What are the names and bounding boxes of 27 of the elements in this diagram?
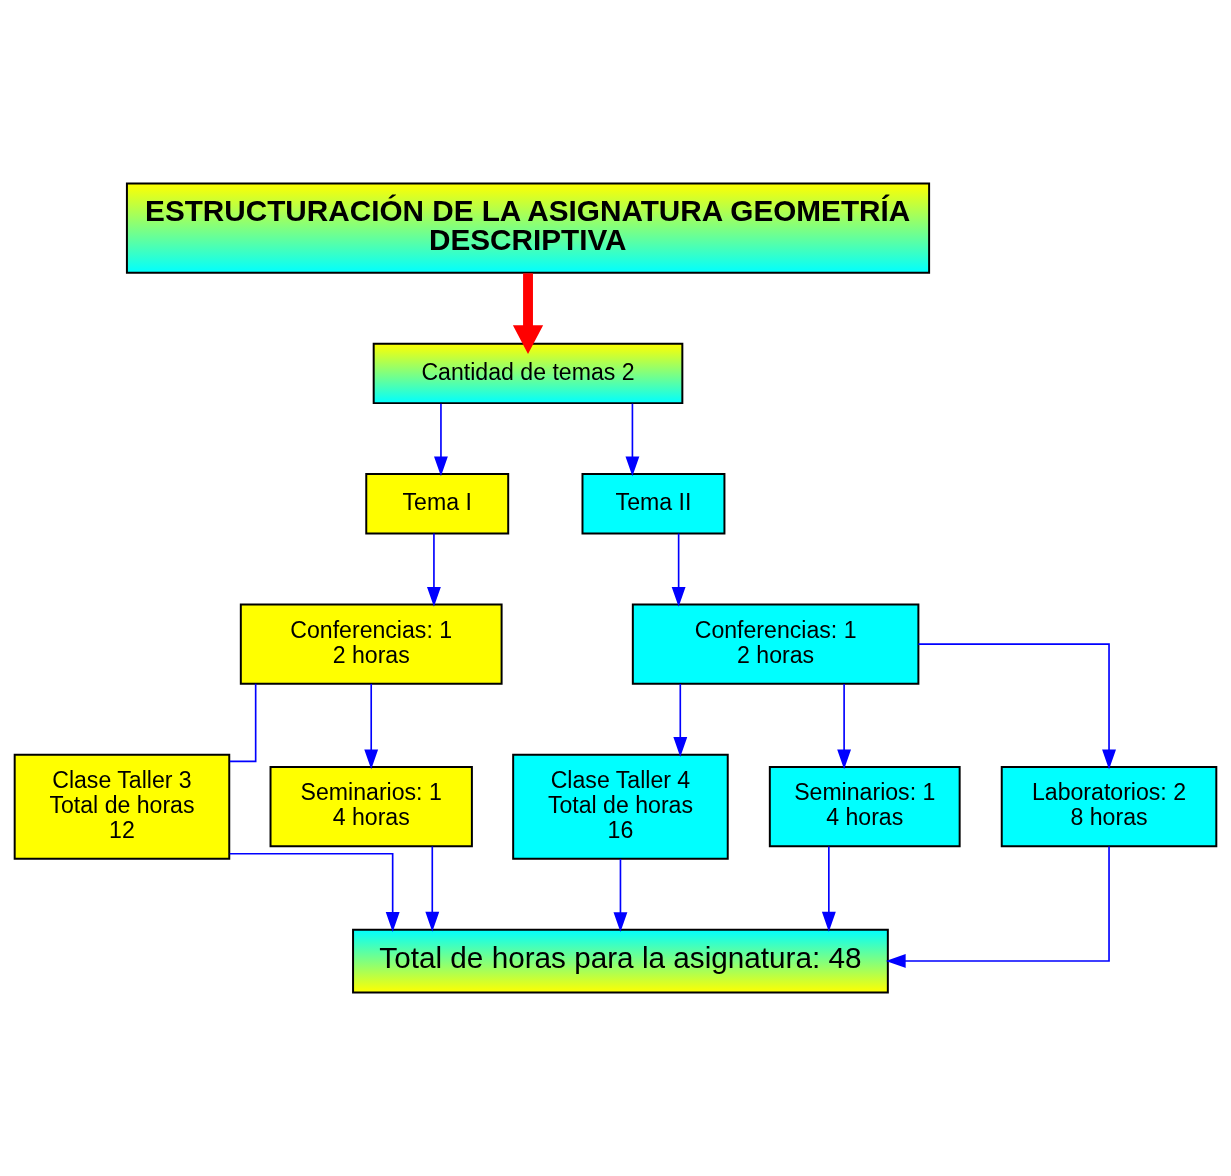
node-box: Clase Taller 3 Total de horas 12: [13, 753, 231, 860]
arrow: [434, 402, 448, 477]
arrow: [364, 683, 379, 770]
node-box: Conferencias: 1 2 horas: [239, 603, 503, 685]
arrow: [228, 852, 400, 932]
node-box: Total de horas para la asignatura: 48: [352, 928, 889, 994]
node-box: Seminarios: 1 4 horas: [269, 766, 473, 848]
arrow: [512, 273, 544, 355]
arrow: [673, 683, 688, 757]
arrow: [425, 845, 440, 932]
node-box: Conferencias: 1 2 horas: [631, 603, 920, 685]
node-box: Tema I: [365, 473, 510, 535]
arrow: [917, 643, 1116, 770]
arrow: [613, 858, 628, 933]
arrow: [837, 683, 852, 770]
node-box: Laboratorios: 2 8 horas: [1000, 766, 1218, 848]
node-box: Tema II: [581, 473, 726, 535]
arrow: [671, 532, 686, 607]
connector: [229, 682, 257, 763]
arrow: [821, 845, 836, 932]
node-box: Cantidad de temas 2: [372, 342, 684, 405]
node-box: Clase Taller 4 Total de horas 16: [512, 753, 729, 860]
node-box: Seminarios: 1 4 horas: [768, 766, 961, 848]
node-box: ESTRUCTURACIÓN DE LA ASIGNATURA GEOMETRÍA DESCRIPTIVA: [125, 182, 931, 274]
arrow: [427, 532, 441, 607]
arrow: [885, 845, 1110, 968]
arrow: [625, 402, 640, 477]
